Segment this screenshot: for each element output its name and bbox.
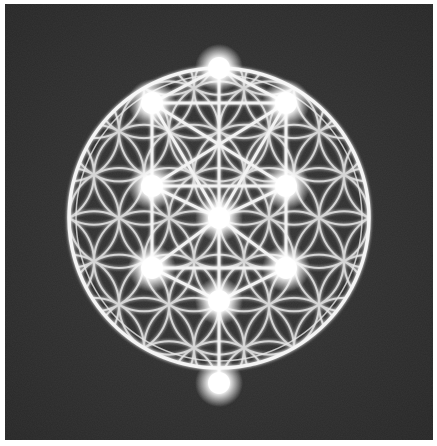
sephirot-node xyxy=(275,257,297,279)
sephirot-node xyxy=(208,57,230,79)
sephirot-node xyxy=(208,290,230,312)
sephirot-node xyxy=(208,372,230,394)
sacred-geometry-artwork xyxy=(5,4,433,440)
sephirot-node xyxy=(275,92,297,114)
sephirot-node xyxy=(275,175,297,197)
sephirot-node xyxy=(141,92,163,114)
sephirot-node xyxy=(141,257,163,279)
sephirot-node xyxy=(141,175,163,197)
sephirot-node xyxy=(208,207,230,229)
